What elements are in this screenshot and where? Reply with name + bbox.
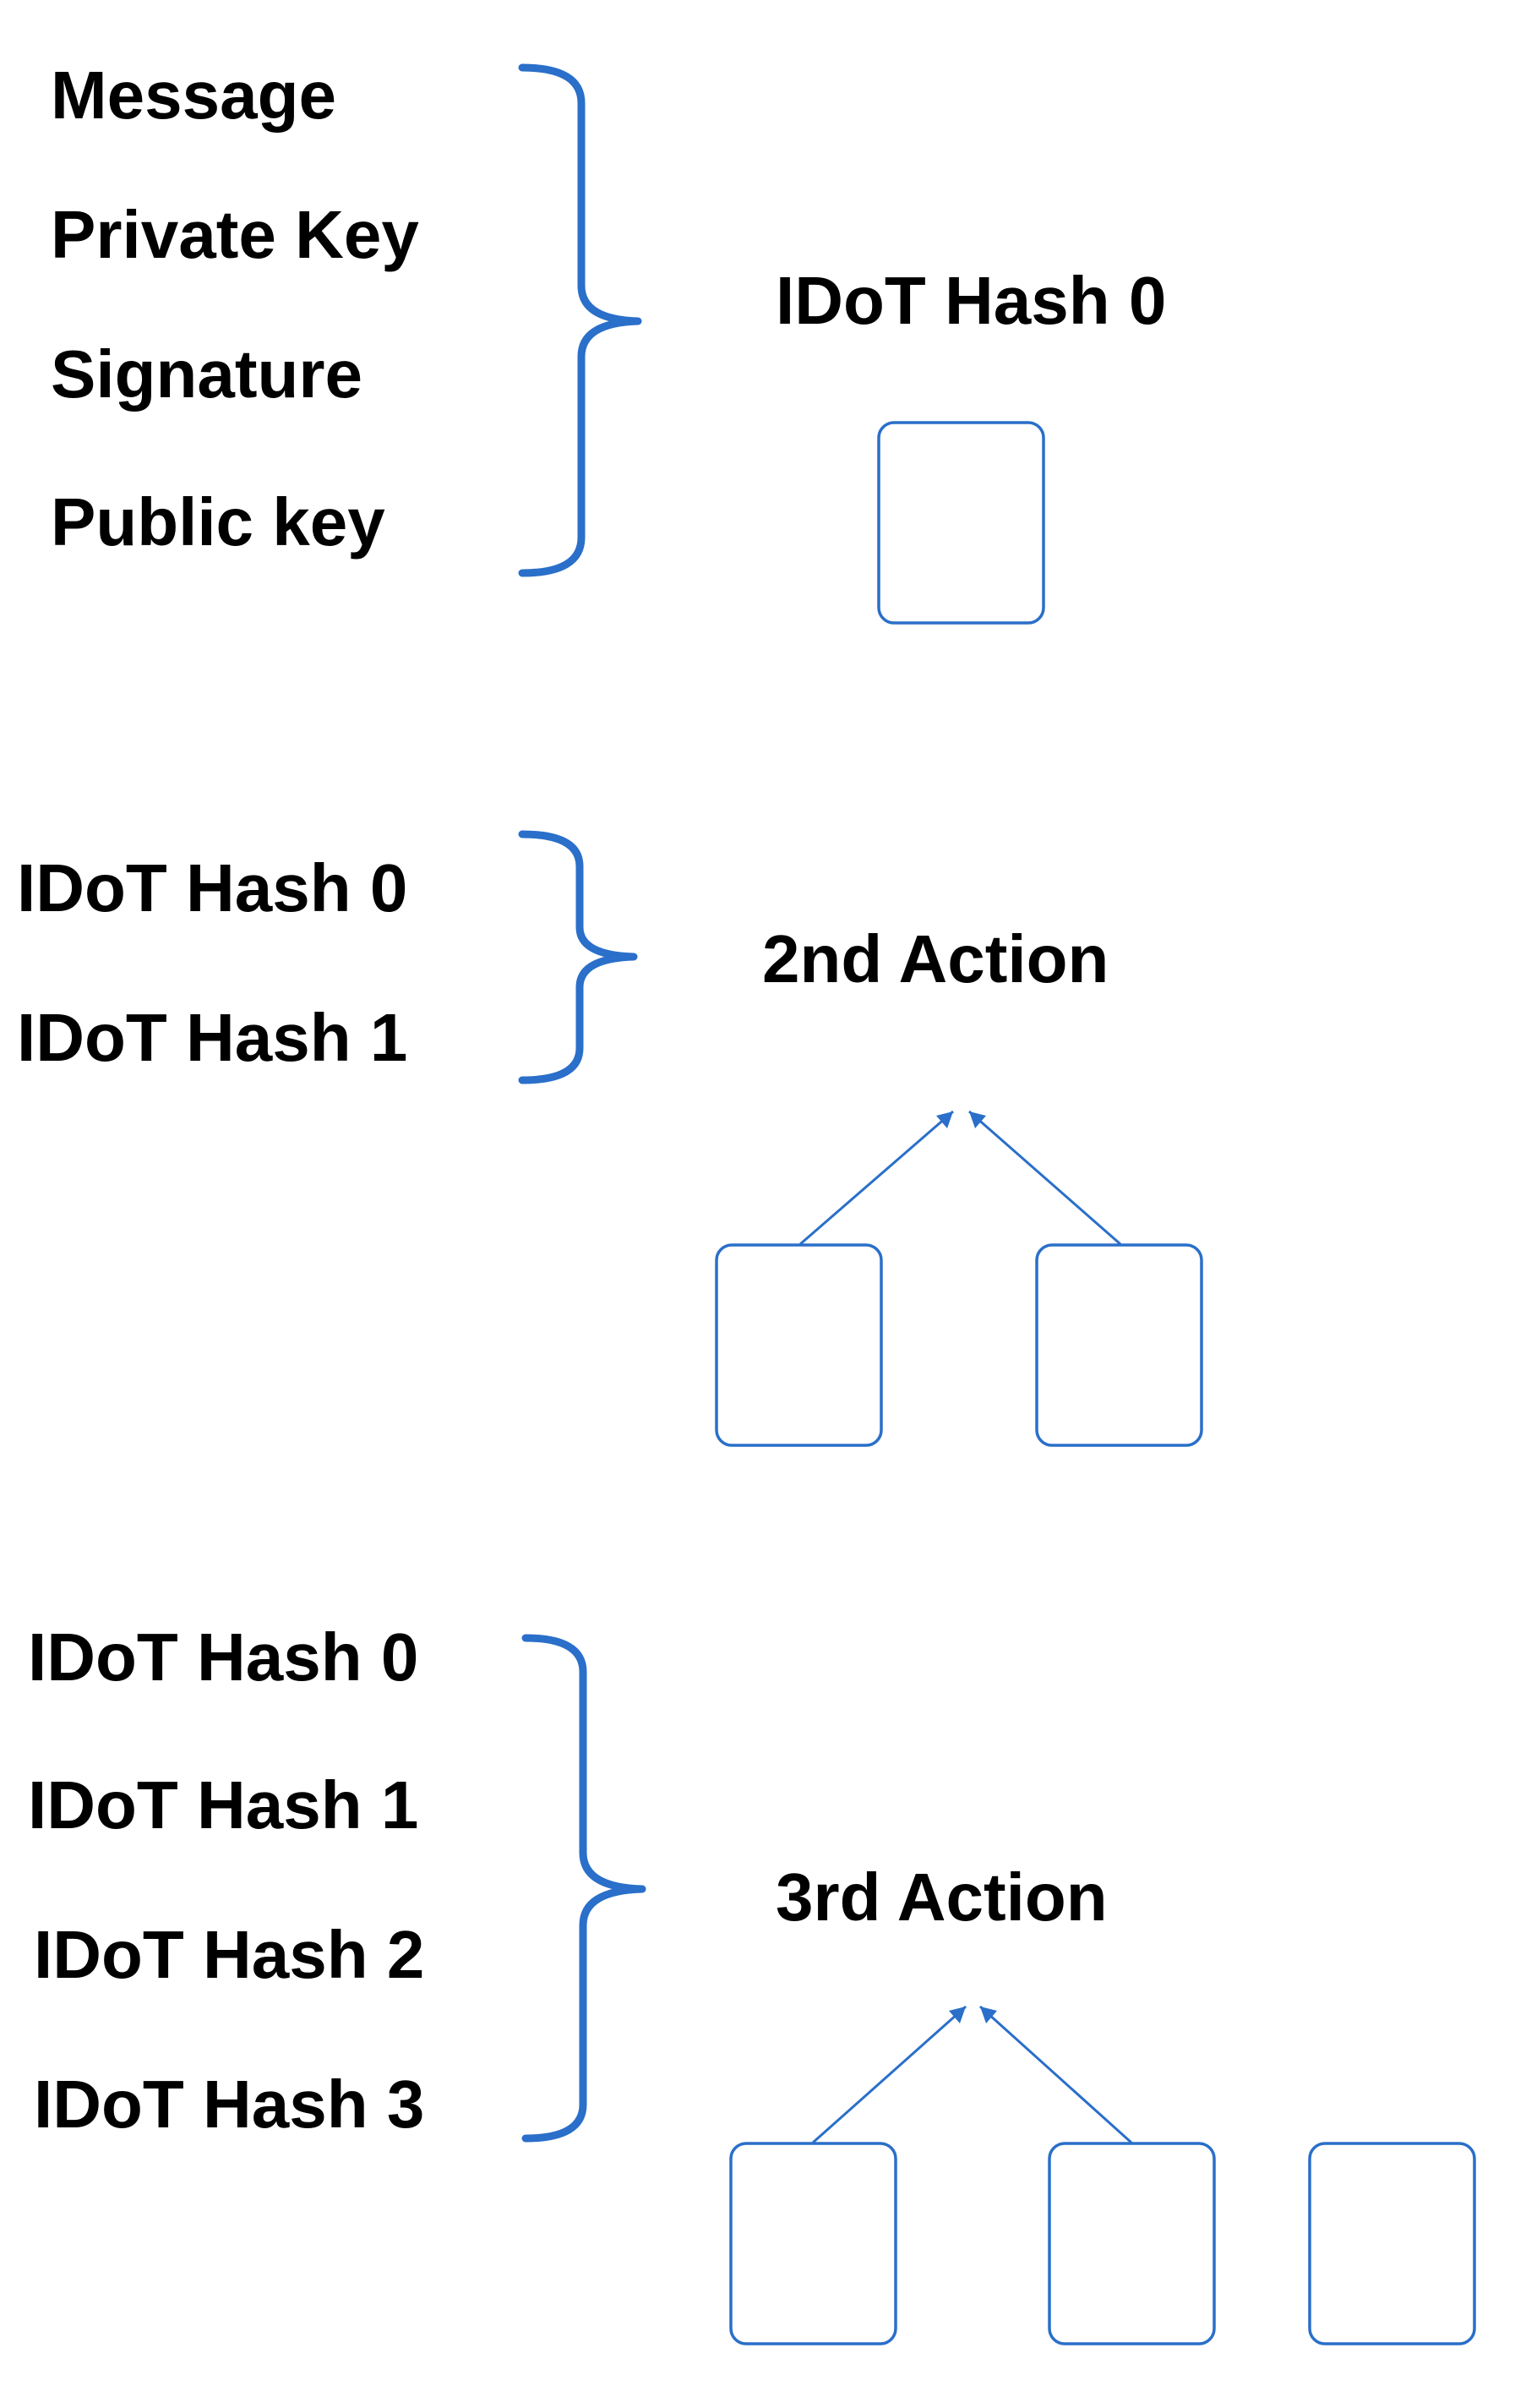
arrowhead-right xyxy=(969,1111,986,1128)
input-label-idot-hash-2: IDoT Hash 2 xyxy=(34,1917,424,1992)
arrowhead-right xyxy=(980,2007,997,2023)
input-label-idot-hash-0: IDoT Hash 0 xyxy=(28,1619,418,1695)
result-label-3rd-action: 3rd Action xyxy=(776,1859,1108,1935)
input-label-idot-hash-1: IDoT Hash 1 xyxy=(28,1767,418,1843)
hash-block xyxy=(1048,2142,1216,2345)
hash-block xyxy=(715,1243,883,1447)
arrow-right xyxy=(978,2005,1133,2144)
section-3: IDoT Hash 0 IDoT Hash 1 IDoT Hash 2 IDoT… xyxy=(28,1619,1476,2345)
section-2: IDoT Hash 0 IDoT Hash 1 2nd Action xyxy=(17,830,1203,1447)
input-label-idot-hash-3: IDoT Hash 3 xyxy=(34,2067,424,2142)
hash-block xyxy=(1308,2142,1476,2345)
hash-block xyxy=(877,421,1045,625)
input-label-private-key: Private Key xyxy=(51,197,419,272)
result-label-idot-hash-0: IDoT Hash 0 xyxy=(776,263,1166,338)
curly-brace-1 xyxy=(518,63,642,577)
input-label-public-key: Public key xyxy=(51,484,385,560)
arrow-left xyxy=(812,2005,967,2144)
arrow-left xyxy=(799,1110,954,1246)
arrowhead-left xyxy=(936,1111,953,1128)
section-1: Message Private Key Signature Public key… xyxy=(51,57,1166,625)
input-label-idot-hash-1: IDoT Hash 1 xyxy=(17,1000,407,1075)
arrowhead-left xyxy=(949,2007,966,2023)
curly-brace-3 xyxy=(521,1634,646,2143)
input-label-signature: Signature xyxy=(51,336,362,412)
hash-block xyxy=(1035,1243,1203,1447)
result-label-2nd-action: 2nd Action xyxy=(762,921,1109,997)
input-label-message: Message xyxy=(51,57,336,133)
hash-block xyxy=(729,2142,897,2345)
arrow-right xyxy=(968,1110,1121,1246)
curly-brace-2 xyxy=(518,830,638,1084)
input-label-idot-hash-0: IDoT Hash 0 xyxy=(17,850,407,926)
